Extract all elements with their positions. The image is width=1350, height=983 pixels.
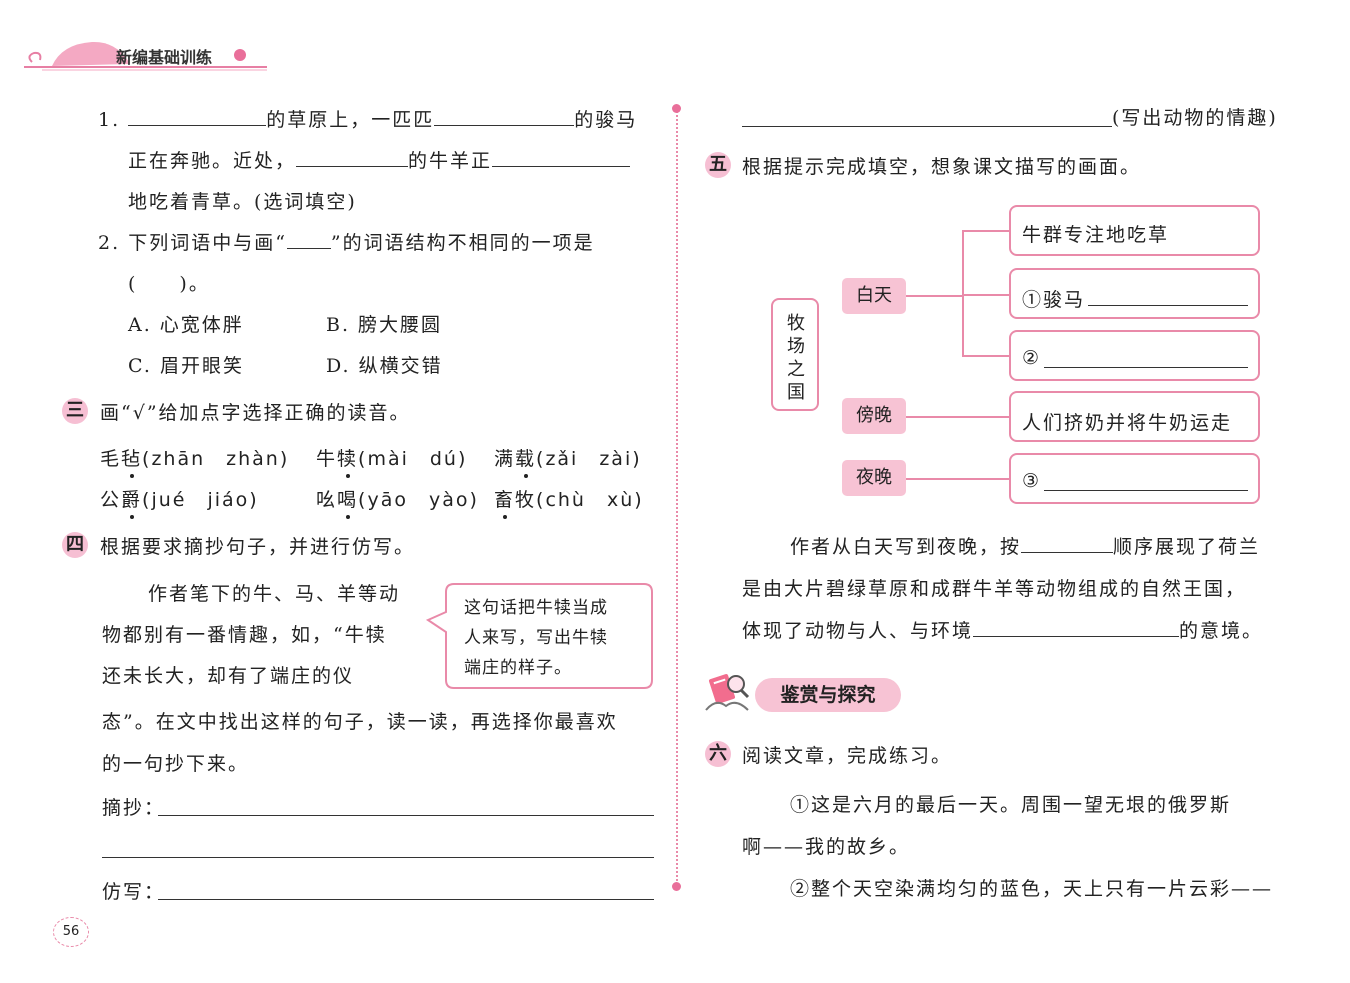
callout-text: 这句话把牛犊当成 人来写，写出牛犊 端庄的样子。 (464, 598, 608, 678)
diagram-group-day: 白天 (842, 278, 906, 314)
section-4-paragraph: 的一句抄下来。 (102, 753, 250, 775)
q2-underline-sample (286, 229, 331, 249)
diagram-root-label: 牧场之国 (787, 313, 805, 403)
section-3-title: 画“√”给加点字选择正确的读音。 (100, 402, 411, 424)
diagram-box-text: 人们挤奶并将牛奶运走 (1022, 412, 1233, 434)
copy-line-2[interactable] (102, 857, 654, 858)
diagram-connector (962, 230, 1009, 232)
section-banner: 鉴赏与探究 (755, 678, 901, 712)
section-5-paragraph: 是由大片碧绿草原和成群牛羊等动物组成的自然王国， (742, 578, 1247, 600)
imitate-line[interactable] (158, 899, 654, 900)
section-5-paragraph: 体现了动物与人、与环境的意境。 (742, 616, 1263, 643)
copy-label: 摘抄： (102, 797, 166, 819)
section-4-paragraph: 还未长大，却有了端庄的仪 (102, 665, 355, 687)
q1-blank-3[interactable] (296, 147, 409, 167)
diagram-connector (906, 416, 1009, 418)
page-number: 56 (53, 917, 89, 947)
diagram-box (1009, 453, 1260, 504)
divider-dot-icon (672, 882, 681, 891)
imitate-label: 仿写： (102, 881, 166, 903)
section-4-title: 根据要求摘抄句子，并进行仿写。 (100, 536, 416, 558)
q2-answer-paren[interactable]: ( )。 (128, 273, 210, 295)
diagram-box (1009, 205, 1260, 256)
divider-dot-icon (672, 104, 681, 113)
q1-blank-4[interactable] (492, 147, 631, 167)
diagram-connector (906, 295, 962, 297)
q2-line-1: 2. 下列词语中与画“”的词语结构不相同的一项是 (98, 228, 595, 255)
section-6-title: 阅读文章，完成练习。 (742, 745, 953, 767)
pinyin-item[interactable]: 满载(zǎi zài) (494, 448, 642, 470)
section-4-paragraph: 态”。在文中找出这样的句子，读一读，再选择你最喜欢 (102, 711, 618, 733)
diagram-box-text: 牛群专注地吃草 (1022, 224, 1170, 246)
answer-line[interactable] (742, 126, 1112, 127)
diagram-blank[interactable] (1044, 490, 1248, 491)
pinyin-item[interactable]: 吆喝(yāo yào) (316, 489, 479, 511)
q1-line-3: 地吃着青草。(选词填空) (128, 191, 357, 213)
diagram-root-box (771, 298, 819, 411)
header-decoration-icon (24, 41, 267, 71)
diagram-connector (962, 294, 1009, 296)
copy-line-1[interactable] (158, 815, 654, 816)
pinyin-item[interactable]: 公爵(jué jiáo) (100, 489, 259, 511)
pinyin-item[interactable]: 畜牧(chù xù) (494, 489, 644, 511)
harmony-blank[interactable] (973, 617, 1180, 637)
reading-paragraph: ②整个天空染满均匀的蓝色，天上只有一片云彩—— (790, 878, 1274, 900)
section-4-paragraph: 作者笔下的牛、马、羊等动 (148, 583, 401, 605)
pinyin-item[interactable]: 毛毡(zhān zhàn) (100, 448, 290, 470)
diagram-box (1009, 391, 1260, 442)
q1-line-2: 正在奔驰。近处，的牛羊正 (128, 146, 631, 173)
diagram-box-text: ② (1022, 347, 1042, 369)
q2-option-c[interactable]: C. 眉开眼笑 (128, 355, 244, 377)
diagram-connector (962, 355, 1009, 357)
diagram-box (1009, 268, 1260, 319)
callout-bubble-icon (425, 583, 653, 689)
reading-paragraph: 啊——我的故乡。 (742, 836, 911, 858)
order-blank[interactable] (1021, 533, 1114, 553)
diagram-box-text: ①骏马 (1022, 289, 1086, 311)
diagram-blank[interactable] (1088, 305, 1248, 306)
diagram-group-dusk: 傍晚 (842, 398, 906, 434)
section-4-badge: 四 (62, 532, 88, 558)
q1-blank-1[interactable] (128, 106, 267, 126)
diagram-group-night: 夜晚 (842, 460, 906, 496)
reading-paragraph: ①这是六月的最后一天。周围一望无垠的俄罗斯 (790, 794, 1232, 816)
diagram-blank[interactable] (1044, 367, 1248, 368)
section-3-badge: 三 (62, 398, 88, 424)
section-5-title: 根据提示完成填空，想象课文描写的画面。 (742, 156, 1142, 178)
q2-option-b[interactable]: B. 膀大腰圆 (326, 314, 443, 336)
q2-option-d[interactable]: D. 纵横交错 (326, 355, 443, 377)
section-6-badge: 六 (705, 741, 731, 767)
q1-blank-2[interactable] (434, 106, 575, 126)
pinyin-item[interactable]: 牛犊(mài dú) (316, 448, 468, 470)
section-5-badge: 五 (705, 152, 731, 178)
top-hint: (写出动物的情趣) (1112, 107, 1278, 129)
q1-line-1: 1. 的草原上，一匹匹的骏马 (98, 105, 637, 132)
header-title: 新编基础训练 (116, 48, 213, 67)
q2-option-a[interactable]: A. 心宽体胖 (128, 314, 244, 336)
diagram-connector (906, 478, 1009, 480)
diagram-box (1009, 330, 1260, 381)
column-divider (676, 108, 678, 888)
section-5-paragraph: 作者从白天写到夜晚，按顺序展现了荷兰 (790, 532, 1260, 559)
diagram-connector (962, 230, 964, 356)
diagram-box-text: ③ (1022, 470, 1042, 492)
book-magnifier-icon (705, 674, 750, 711)
section-4-paragraph: 物都别有一番情趣，如，“牛犊 (102, 624, 387, 646)
